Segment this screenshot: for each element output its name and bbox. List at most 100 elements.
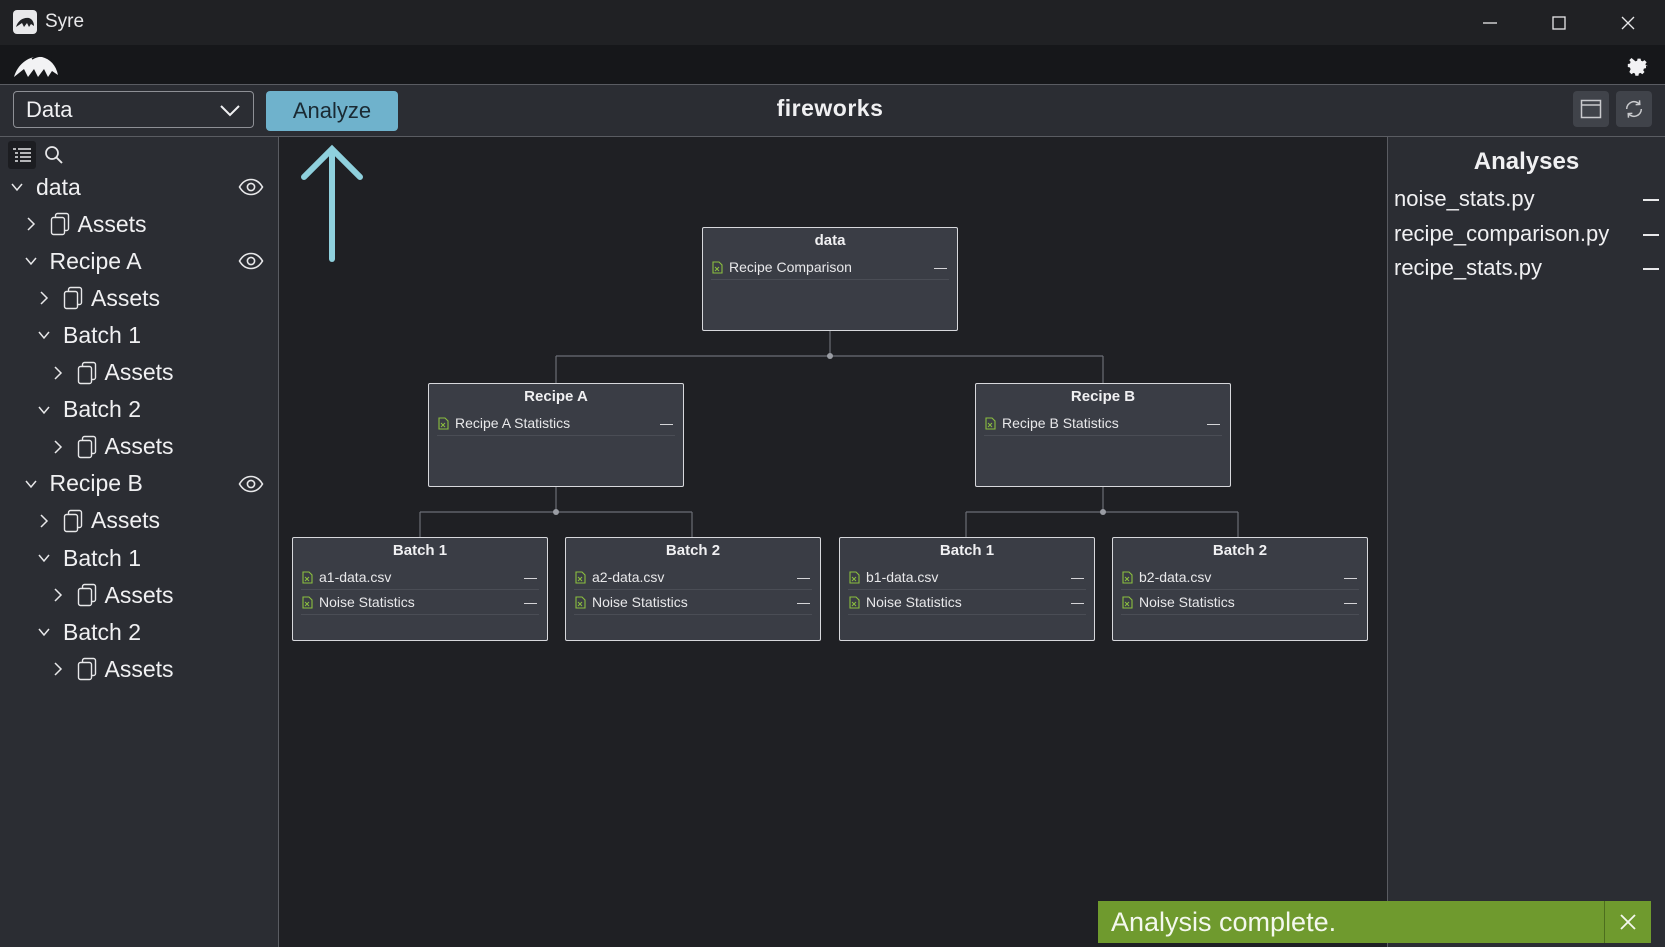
tree-assets-item[interactable]: Assets: [51, 356, 174, 390]
analysis-item[interactable]: recipe_stats.py: [1394, 255, 1542, 280]
eye-icon[interactable]: [238, 178, 264, 196]
analyze-button[interactable]: Analyze: [266, 91, 398, 131]
analysis-item[interactable]: recipe_comparison.py: [1394, 220, 1610, 246]
tree-item-label: Recipe B: [49, 470, 143, 497]
tree-assets-item[interactable]: Assets: [51, 430, 174, 464]
assets-icon: [77, 435, 97, 459]
chevron-down-icon[interactable]: [37, 551, 51, 565]
close-button[interactable]: [1593, 0, 1663, 45]
asset-remove-button[interactable]: —: [1207, 416, 1220, 431]
sidebar-tools: [8, 141, 68, 169]
syre-logo-icon[interactable]: [12, 49, 62, 86]
search-button[interactable]: [40, 141, 68, 169]
chevron-down-icon[interactable]: [24, 477, 38, 491]
tree-assets-item[interactable]: Assets: [37, 504, 160, 538]
tree-container-item[interactable]: Batch 1: [37, 541, 141, 575]
asset-remove-button[interactable]: —: [797, 570, 810, 585]
chevron-right-icon[interactable]: [51, 440, 65, 454]
graph-node-b-batch-1[interactable]: Batch 1 b1-data.csv—Noise Statistics—: [839, 537, 1095, 641]
toast-close-button[interactable]: [1605, 901, 1651, 943]
node-asset-row[interactable]: Noise Statistics—: [574, 590, 812, 615]
chevron-down-icon[interactable]: [10, 180, 24, 194]
asset-remove-button[interactable]: —: [660, 416, 673, 431]
refresh-icon: [1625, 100, 1643, 118]
analysis-remove-button[interactable]: [1643, 268, 1659, 270]
maximize-icon: [1552, 15, 1566, 30]
syre-app-icon: [13, 10, 37, 34]
node-asset-label: Noise Statistics: [866, 594, 962, 610]
node-title: Batch 1: [392, 542, 448, 559]
eye-icon[interactable]: [238, 475, 264, 493]
node-asset-label: a1-data.csv: [319, 569, 392, 585]
tree-container-item[interactable]: Batch 2: [37, 393, 141, 427]
chevron-down-icon[interactable]: [37, 625, 51, 639]
chevron-right-icon[interactable]: [37, 291, 51, 305]
node-asset-row[interactable]: Noise Statistics—: [301, 590, 539, 615]
close-icon: [1621, 16, 1635, 29]
node-asset-row[interactable]: Noise Statistics —: [848, 590, 1086, 615]
tree-container-item[interactable]: Recipe A: [24, 244, 142, 278]
maximize-button[interactable]: [1524, 0, 1594, 45]
tree-assets-item[interactable]: Assets: [24, 207, 147, 241]
settings-icon[interactable]: [1625, 52, 1651, 83]
minimize-icon: [1483, 21, 1497, 24]
chevron-right-icon[interactable]: [51, 588, 65, 602]
tree-assets-item[interactable]: Assets: [37, 281, 160, 315]
analysis-item[interactable]: noise_stats.py: [1394, 186, 1535, 211]
notification-toast: Analysis complete.: [1098, 901, 1651, 943]
node-asset-label: b2-data.csv: [1139, 569, 1212, 585]
asset-remove-button[interactable]: —: [1344, 595, 1357, 610]
graph-node-a-batch-1[interactable]: Batch 1 a1-data.csv—Noise Statistics—: [292, 537, 548, 641]
assets-icon: [77, 583, 97, 607]
asset-remove-button[interactable]: —: [1344, 570, 1357, 585]
graph-node-recipe-b[interactable]: Recipe B Recipe B Statistics—: [975, 383, 1231, 487]
assets-icon: [77, 657, 97, 681]
refresh-button[interactable]: [1616, 91, 1652, 127]
node-asset-row[interactable]: Recipe Comparison—: [711, 255, 949, 280]
asset-remove-button[interactable]: —: [934, 260, 947, 275]
tree-container-item[interactable]: Batch 2: [37, 615, 141, 649]
chevron-down-icon[interactable]: [37, 403, 51, 417]
chevron-right-icon[interactable]: [24, 217, 38, 231]
node-asset-row[interactable]: b1-data.csv—: [848, 565, 1086, 590]
file-icon: [575, 571, 586, 587]
asset-remove-button[interactable]: —: [1071, 595, 1084, 610]
graph-canvas[interactable]: data Recipe Comparison— Recipe A Recipe …: [280, 137, 1387, 947]
tree-view-button[interactable]: [8, 141, 36, 169]
eye-icon[interactable]: [238, 252, 264, 270]
node-asset-row[interactable]: Noise Statistics—: [1121, 590, 1359, 615]
node-asset-row[interactable]: b2-data.csv —: [1121, 565, 1359, 590]
node-asset-row[interactable]: Recipe B Statistics—: [984, 411, 1222, 436]
node-asset-row[interactable]: a2-data.csv—: [574, 565, 812, 590]
chevron-right-icon[interactable]: [51, 662, 65, 676]
node-asset-row[interactable]: a1-data.csv —: [301, 565, 539, 590]
tree-assets-item[interactable]: Assets: [51, 652, 174, 686]
asset-remove-button[interactable]: —: [1071, 570, 1084, 585]
graph-node-a-batch-2[interactable]: Batch 2 a2-data.csv—Noise Statistics—: [565, 537, 821, 641]
node-asset-row[interactable]: Recipe A Statistics—: [437, 411, 675, 436]
tree-container-item[interactable]: data: [10, 170, 81, 204]
node-title: Batch 2: [665, 542, 721, 559]
file-icon: [438, 417, 449, 433]
asset-remove-button[interactable]: —: [797, 595, 810, 610]
minimize-button[interactable]: [1455, 0, 1525, 45]
view-select[interactable]: Data: [13, 91, 254, 128]
graph-node-root[interactable]: data Recipe Comparison—: [702, 227, 958, 331]
tree-container-item[interactable]: Batch 1: [37, 318, 141, 352]
chevron-right-icon[interactable]: [51, 365, 65, 380]
analysis-remove-button[interactable]: [1643, 199, 1659, 201]
graph-node-b-batch-2[interactable]: Batch 2 b2-data.csv—Noise Statistics—: [1112, 537, 1368, 641]
layout-button[interactable]: [1573, 91, 1609, 127]
asset-remove-button[interactable]: —: [524, 570, 537, 585]
chevron-right-icon[interactable]: [37, 514, 51, 528]
analysis-remove-button[interactable]: [1643, 233, 1659, 236]
chevron-down-icon[interactable]: [24, 254, 38, 268]
file-icon: [849, 571, 860, 587]
chevron-down-icon[interactable]: [37, 328, 51, 342]
tree-item-label: Assets: [104, 655, 174, 682]
asset-remove-button[interactable]: —: [524, 595, 537, 610]
graph-node-recipe-a[interactable]: Recipe A Recipe A Statistics—: [428, 383, 684, 487]
tree-container-item[interactable]: Recipe B: [24, 467, 143, 501]
tree-assets-item[interactable]: Assets: [51, 578, 174, 612]
